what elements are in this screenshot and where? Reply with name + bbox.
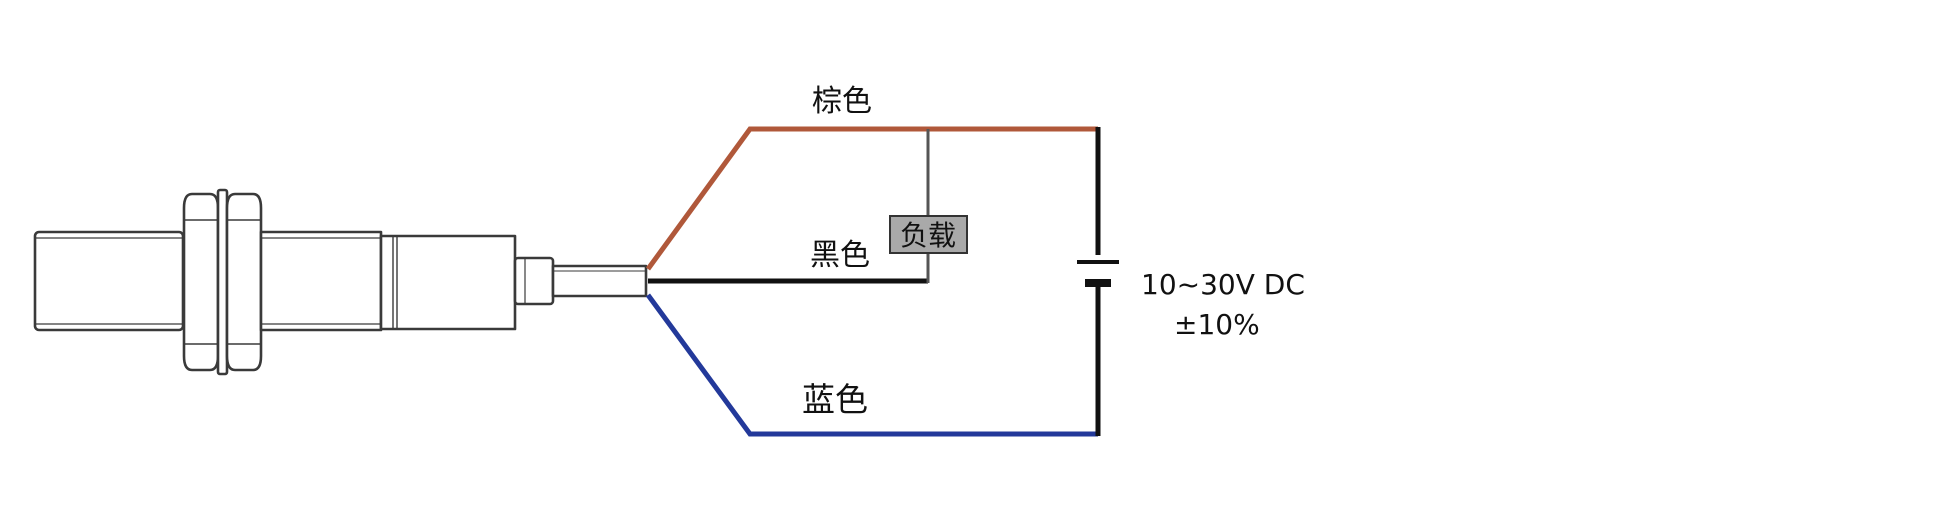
supply-voltage-label: 10~30V DC — [1141, 268, 1305, 301]
power-supply — [1077, 127, 1119, 436]
black-wire-label: 黑色 — [810, 238, 870, 273]
brown-wire-label: 棕色 — [812, 84, 872, 119]
blue-wire — [645, 293, 1098, 437]
hex-nut-front — [182, 192, 220, 372]
brown-wire — [645, 126, 1098, 271]
sensor-rear-housing — [379, 234, 517, 331]
sensor-threaded-body — [259, 230, 383, 332]
proximity-sensor — [33, 188, 648, 376]
blue-wire-label: 蓝色 — [802, 380, 868, 419]
load-label: 负载 — [900, 219, 956, 252]
washer — [216, 188, 229, 376]
sensor-front-barrel — [33, 230, 185, 332]
load-box: 负载 — [889, 215, 968, 254]
supply-tolerance-label: ±10% — [1174, 308, 1260, 341]
hex-nut-rear — [225, 192, 263, 372]
cable-gland — [513, 256, 555, 306]
